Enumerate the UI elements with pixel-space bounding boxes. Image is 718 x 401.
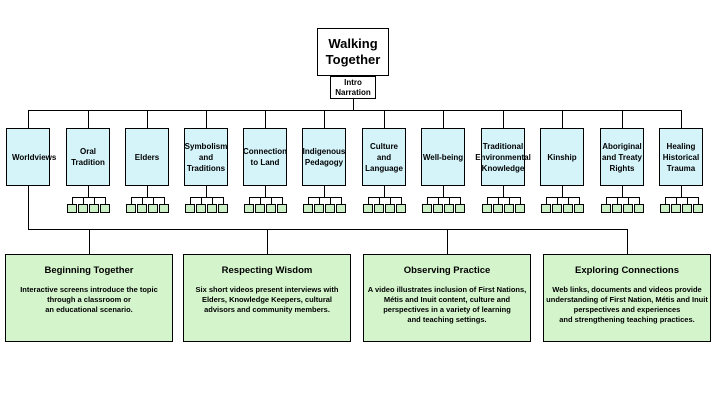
subtopic-box[interactable] [159, 204, 169, 213]
topic-elders[interactable]: Elders [125, 128, 169, 186]
subtopic-box[interactable] [422, 204, 432, 213]
subtopic-box[interactable] [682, 204, 692, 213]
subtopic-box[interactable] [314, 204, 324, 213]
subtopic-box[interactable] [541, 204, 551, 213]
subtopic-box[interactable] [67, 204, 77, 213]
section-title: Observing Practice [403, 265, 491, 276]
subtopic-box[interactable] [493, 204, 503, 213]
topic-worldviews[interactable]: Worldviews [6, 128, 56, 186]
subtopic-box[interactable] [255, 204, 265, 213]
subtopic-box[interactable] [196, 204, 206, 213]
topic-connection-to-land[interactable]: Connection to Land [243, 128, 287, 186]
subtopic-box[interactable] [601, 204, 611, 213]
topic-healing-historical-trauma[interactable]: Healing Historical Trauma [659, 128, 703, 186]
subtopic-box[interactable] [100, 204, 110, 213]
subtopic-box[interactable] [612, 204, 622, 213]
subtopic-box[interactable] [515, 204, 525, 213]
subtopic-box[interactable] [336, 204, 346, 213]
subtopic-box[interactable] [137, 204, 147, 213]
subtopic-box[interactable] [455, 204, 465, 213]
subtopic-box[interactable] [78, 204, 88, 213]
subtopic-box[interactable] [385, 204, 395, 213]
subtopic-box[interactable] [623, 204, 633, 213]
section-description: A video illustrates inclusion of First N… [367, 285, 527, 324]
intro-narration-node[interactable]: Intro Narration [330, 76, 376, 99]
subtopic-box[interactable] [363, 204, 373, 213]
subtopic-box[interactable] [244, 204, 254, 213]
subtopic-box[interactable] [218, 204, 228, 213]
section-respecting-wisdom[interactable]: Respecting Wisdom Six short videos prese… [183, 254, 351, 342]
section-description: Web links, documents and videos provide … [546, 285, 708, 324]
subtopic-box[interactable] [266, 204, 276, 213]
subtopic-box[interactable] [552, 204, 562, 213]
section-title: Beginning Together [44, 265, 134, 276]
subtopic-box[interactable] [185, 204, 195, 213]
subtopic-box[interactable] [482, 204, 492, 213]
subtopic-box[interactable] [374, 204, 384, 213]
subtopic-box[interactable] [277, 204, 287, 213]
subtopic-box[interactable] [207, 204, 217, 213]
section-title: Exploring Connections [575, 265, 679, 276]
section-title: Respecting Wisdom [221, 265, 313, 276]
subtopic-box[interactable] [634, 204, 644, 213]
subtopic-box[interactable] [89, 204, 99, 213]
subtopic-box[interactable] [444, 204, 454, 213]
subtopic-box[interactable] [693, 204, 703, 213]
root-node-walking-together[interactable]: Walking Together [317, 28, 389, 76]
topic-kinship[interactable]: Kinship [540, 128, 584, 186]
topic-culture-and-language[interactable]: Culture and Language [362, 128, 406, 186]
subtopic-box[interactable] [325, 204, 335, 213]
section-description: Interactive screens introduce the topic … [20, 285, 158, 314]
topic-oral-tradition[interactable]: Oral Tradition [66, 128, 110, 186]
topic-well-being[interactable]: Well-being [421, 128, 465, 186]
subtopic-box[interactable] [126, 204, 136, 213]
subtopic-box[interactable] [574, 204, 584, 213]
subtopic-box[interactable] [433, 204, 443, 213]
topic-traditional-environmental-knowledge[interactable]: Traditional Environmental Knowledge [475, 128, 531, 186]
subtopic-box[interactable] [660, 204, 670, 213]
topic-symbolism-and-traditions[interactable]: Symbolism and Traditions [184, 128, 228, 186]
subtopic-box[interactable] [303, 204, 313, 213]
section-beginning-together[interactable]: Beginning Together Interactive screens i… [5, 254, 173, 342]
section-description: Six short videos present interviews with… [195, 285, 339, 314]
topic-indigenous-pedagogy[interactable]: Indigenous Pedagogy [302, 128, 346, 186]
subtopic-box[interactable] [504, 204, 514, 213]
subtopic-box[interactable] [396, 204, 406, 213]
topic-aboriginal-and-treaty-rights[interactable]: Aboriginal and Treaty Rights [600, 128, 644, 186]
subtopic-box[interactable] [671, 204, 681, 213]
section-exploring-connections[interactable]: Exploring Connections Web links, documen… [543, 254, 711, 342]
subtopic-box[interactable] [563, 204, 573, 213]
subtopic-box[interactable] [148, 204, 158, 213]
section-observing-practice[interactable]: Observing Practice A video illustrates i… [363, 254, 531, 342]
